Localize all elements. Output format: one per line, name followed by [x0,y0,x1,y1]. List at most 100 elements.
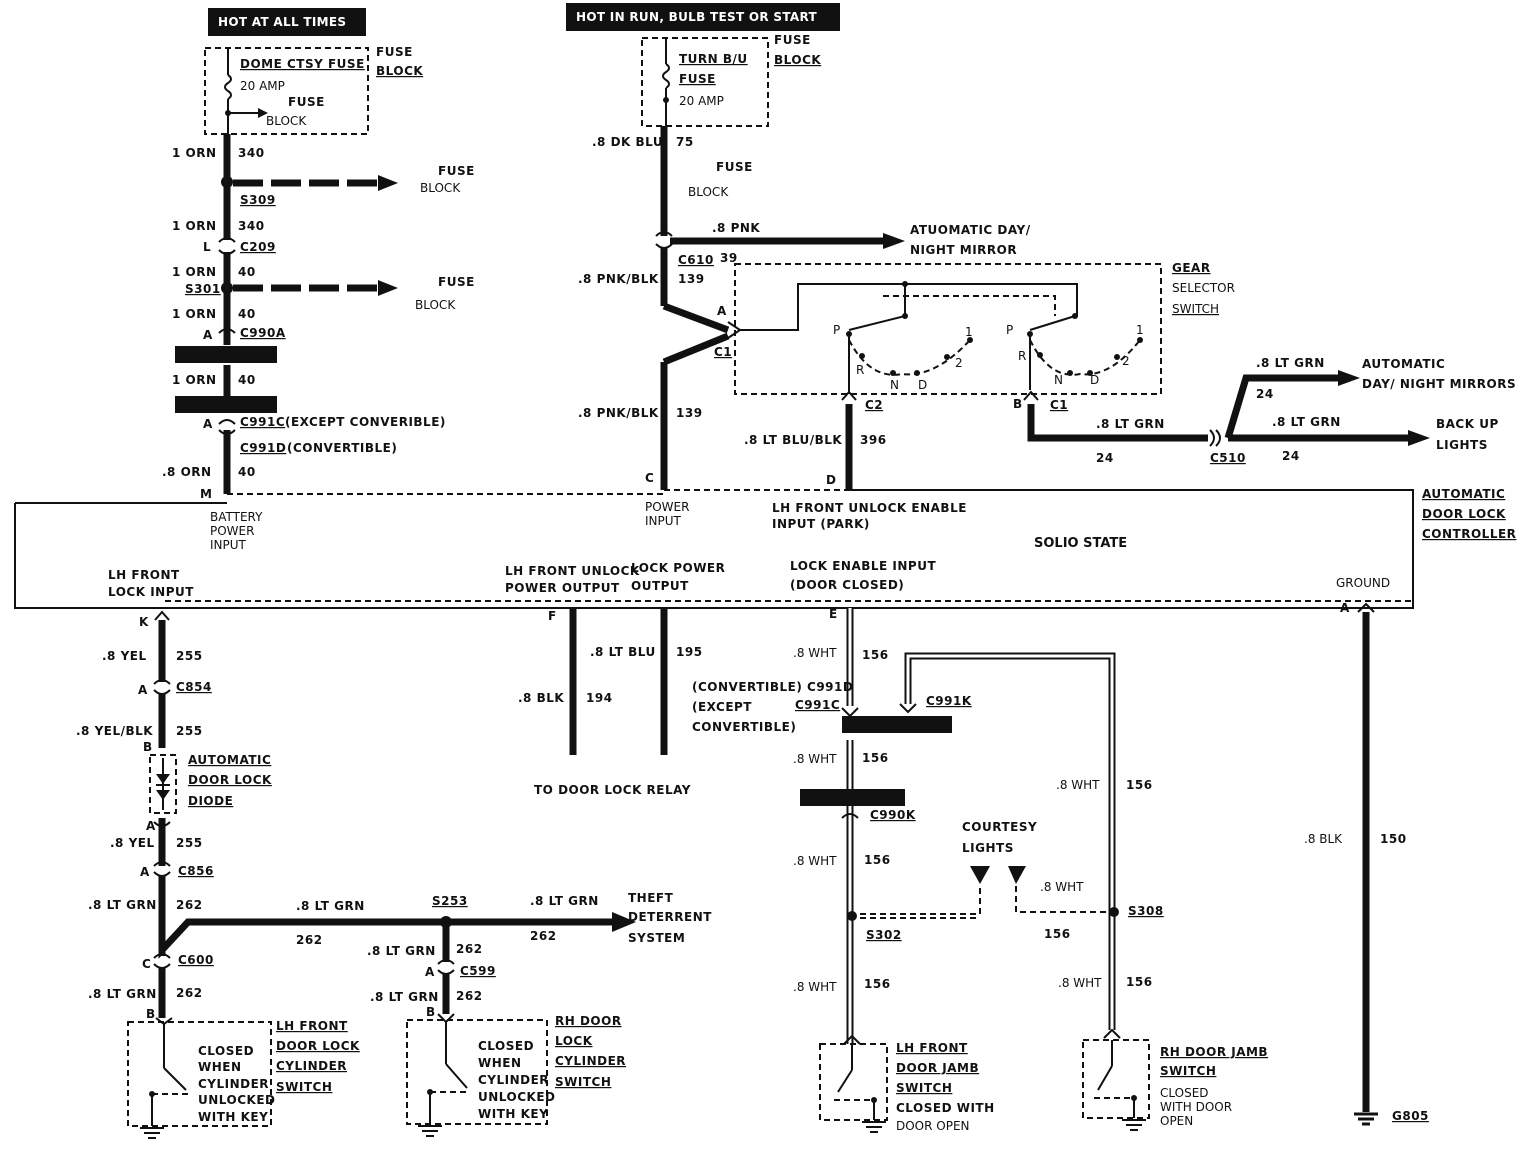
rh-jamb-title-1: RH DOOR JAMB [1160,1045,1268,1059]
lh-door-jamb-switch: LH FRONT DOOR JAMB SWITCH CLOSED WITH DO… [819,1034,995,1133]
circuit-139-a: 139 [678,272,705,286]
wire-lt-grn-mirrors: .8 LT GRN [1256,356,1325,370]
wire-1-orn-e: 1 ORN [172,373,217,387]
wire-lt-grn-theft: .8 LT GRN [530,894,599,908]
power-input-circuit: .8 DK BLU 75 FUSE BLOCK .8 PNK ATUOMATIC… [578,126,1031,490]
courtesy-lights-label-2: LIGHTS [962,841,1014,855]
wire-8-dk-blu: .8 DK BLU [592,135,663,149]
gear-title-3: SWITCH [1172,302,1219,316]
wire-lt-grn-a: .8 LT GRN [88,898,157,912]
lh-cyl-title-4: SWITCH [276,1080,332,1094]
dome-fuse-block: DOME CTSY FUSE 20 AMP FUSE BLOCK FUSE BL… [204,45,423,135]
mirrors-label-1: AUTOMATIC [1362,357,1445,371]
circuit-194: 194 [586,691,613,705]
unlock-enable-label-1: LH FRONT UNLOCK ENABLE [772,501,967,515]
fuse-block-title-left-2: BLOCK [376,64,423,78]
wire-8-orn: .8 ORN [162,465,212,479]
wire-8-wht-f: .8 WHT [1058,976,1102,990]
lock-input-circuit: K .8 YEL 255 A C854 .8 YEL/BLK 255 B AUT… [76,610,712,1021]
wire-lt-grn-backup-1: .8 LT GRN [1096,417,1165,431]
block-label-mid: BLOCK [688,185,729,199]
rh-cyl-title-2: LOCK [555,1034,593,1048]
gear-left-n: N [890,378,899,392]
wire-8-wht-e: .8 WHT [1056,778,1100,792]
circuit-24-c: 24 [1282,449,1300,463]
backup-label-1: BACK UP [1436,417,1499,431]
wire-8-pnk-blk-b: .8 PNK/BLK [578,406,659,420]
turn-bu-fuse-name-2: FUSE [679,72,716,86]
block-label-2: BLOCK [415,298,456,312]
diode-label-3: DIODE [188,794,233,808]
circuit-262-e: 262 [456,989,483,1003]
connector-c610: C610 [678,253,714,267]
circuit-262-theft: 262 [530,929,557,943]
splice-s253: S253 [432,894,468,908]
circuit-40-a: 40 [238,265,256,279]
wire-8-pnk-blk-a: .8 PNK/BLK [578,272,659,286]
mirror-label-1: ATUOMATIC DAY/ [910,223,1031,237]
wire-lt-grn-e: .8 LT GRN [370,990,439,1004]
lh-lock-input-label-1: LH FRONT [108,568,180,582]
lh-jamb-title-4: CLOSED WITH [896,1101,995,1115]
wire-1-orn-a: 1 ORN [172,146,217,160]
lh-cyl-note-5: WITH KEY [198,1110,268,1124]
gear-right-1: 1 [1136,323,1144,337]
circuit-75: 75 [676,135,694,149]
splice-s309: S309 [240,193,276,207]
circuit-255-c: 255 [176,836,203,850]
pin-a-c856: A [140,865,150,879]
connector-c1-left: C1 [714,345,732,359]
lh-cyl-note-1: CLOSED [198,1044,254,1058]
turn-bu-fuse-amp: 20 AMP [679,94,724,108]
connector-c599: C599 [460,964,496,978]
backup-label-2: LIGHTS [1436,438,1488,452]
fuse-block-title-right-1: FUSE [774,33,811,47]
circuit-262-c: 262 [176,986,203,1000]
splice-s308: S308 [1128,904,1164,918]
splice-s302: S302 [866,928,902,942]
pin-e: E [829,607,838,621]
rh-jamb-title-2: SWITCH [1160,1064,1216,1078]
ground-label: GROUND [1336,576,1390,590]
wire-8-lt-blu-blk: .8 LT BLU/BLK [744,433,842,447]
block-label-1: BLOCK [420,181,461,195]
rh-cyl-note-3: CYLINDER [478,1073,549,1087]
door-lock-relay-outputs: F .8 BLK 194 .8 LT BLU 195 TO DOOR LOCK … [518,608,703,797]
circuit-24-a: 24 [1096,451,1114,465]
pin-a-c599: A [425,965,435,979]
lock-power-output-label-1: LOCK POWER [631,561,725,575]
rh-cyl-title-3: CYLINDER [555,1054,626,1068]
connector-c856: C856 [178,864,214,878]
wire-8-pnk: .8 PNK [712,221,760,235]
connector-c1-right: C1 [1050,398,1068,412]
ground-g805: G805 [1392,1109,1429,1123]
rh-jamb-title-3: CLOSED [1160,1086,1209,1100]
header-hot-in-run: HOT IN RUN, BULB TEST OR START [566,3,840,31]
rh-cylinder-switch: CLOSED WHEN CYLINDER UNLOCKED WITH KEY R… [406,1013,626,1137]
wire-8-yel-b: .8 YEL [110,836,155,850]
gear-right-d: D [1090,373,1099,387]
gear-left-r: R [856,363,864,377]
fuse-label-1: FUSE [438,164,475,178]
dome-fuse-block-label: BLOCK [266,114,307,128]
circuit-262-b: 262 [296,933,323,947]
rh-jamb-title-5: OPEN [1160,1114,1193,1128]
circuit-195: 195 [676,645,703,659]
splice-s301: S301 [185,282,221,296]
mirrors-label-2: DAY/ NIGHT MIRRORS [1362,377,1516,391]
rh-cyl-title-4: SWITCH [555,1075,611,1089]
pin-l: L [203,240,211,254]
lock-power-output-label-2: OUTPUT [631,579,689,593]
pin-a-c991c: A [203,417,213,431]
connector-c991k: C991K [926,694,972,708]
battery-label-1: BATTERY [210,510,263,524]
circuit-156-e: 156 [1126,778,1153,792]
pin-k: K [139,615,149,629]
convertible-note: (CONVERTIBLE) [287,441,397,455]
circuit-40-b: 40 [238,307,256,321]
gear-right-r: R [1018,349,1026,363]
connector-c990a: C990A [240,326,286,340]
fuse-label-mid: FUSE [716,160,753,174]
wire-8-wht-a: .8 WHT [793,646,837,660]
